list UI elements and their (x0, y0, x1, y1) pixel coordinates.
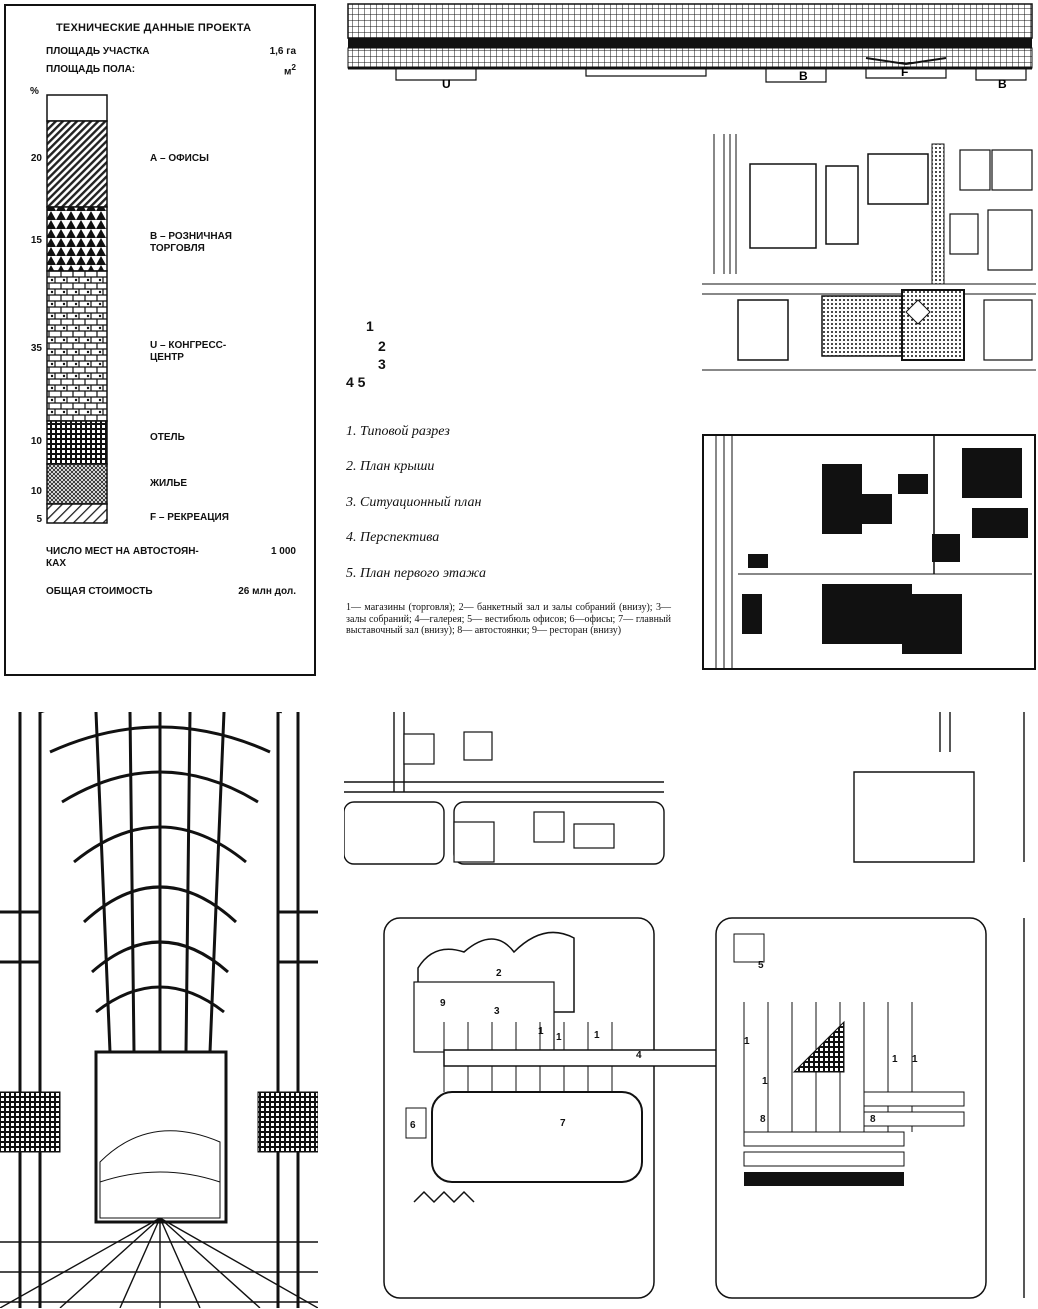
typical-section-drawing: U B F B (347, 3, 1033, 91)
section-label-u: U (442, 77, 451, 91)
plan-label: 3 (494, 1006, 500, 1017)
tech-data-panel: ТЕХНИЧЕСКИЕ ДАННЫЕ ПРОЕКТА ПЛОЩАДЬ УЧАСТ… (4, 4, 316, 676)
plan-label: 9 (440, 998, 446, 1009)
floor-area-unit: м2 (283, 62, 296, 78)
segment-label: F – РЕКРЕАЦИЯ (150, 512, 229, 523)
plan-label: 1 (538, 1026, 544, 1037)
segment-percent: 15 (30, 235, 42, 246)
bar-segment-retail (46, 206, 108, 272)
site-area-value: 1,6 га (269, 46, 296, 57)
site-area-label: ПЛОЩАДЬ УЧАСТКА (46, 46, 150, 57)
plan-label: 1 (892, 1054, 898, 1065)
plan-label: 1 (594, 1030, 600, 1041)
index-1: 1 (366, 318, 374, 334)
plan-label: 4 (636, 1050, 642, 1061)
segment-percent: 10 (30, 436, 42, 447)
roof-plan-drawing (702, 134, 1036, 376)
plan-label: 5 (758, 960, 764, 971)
segment-label: В – РОЗНИЧНАЯ ТОРГОВЛЯ (150, 231, 232, 254)
perspective-drawing (0, 712, 318, 1308)
segment-label: А – ОФИСЫ (150, 153, 209, 164)
floor-area-label: ПЛОЩАДЬ ПОЛА: (46, 64, 136, 75)
parking-label: ЧИСЛО МЕСТ НА АВТОСТОЯН- КАХ (46, 546, 199, 569)
bar-segment-congress (46, 270, 108, 422)
segment-label: ЖИЛЬЕ (150, 478, 188, 489)
bar-segment-recreation (46, 503, 108, 524)
caption-2: 2. План крыши (346, 459, 435, 474)
segment-percent: 10 (30, 486, 42, 497)
segment-label: ОТЕЛЬ (150, 432, 185, 443)
segment-percent: 5 (36, 514, 42, 525)
parking-value: 1 000 (270, 546, 296, 557)
caption-4: 4. Перспектива (346, 530, 440, 545)
plan-label: 6 (410, 1120, 416, 1131)
plan-label: 8 (760, 1114, 766, 1125)
tech-data-title: ТЕХНИЧЕСКИЕ ДАННЫЕ ПРОЕКТА (56, 22, 252, 34)
section-label-b: B (799, 69, 808, 83)
index-3: 3 (378, 356, 386, 372)
index-45: 4 5 (346, 374, 366, 390)
ground-floor-plan-drawing: 2 9 3 1 1 1 4 6 7 5 1 1 8 8 1 1 (344, 712, 1036, 1304)
plan-label: 1 (556, 1032, 562, 1043)
bar-segment-hotel (46, 420, 108, 465)
cost-value: 26 млн дол. (238, 586, 296, 597)
caption-5: 5. План первого этажа (346, 566, 487, 581)
caption-1: 1. Типовой разрез (346, 424, 450, 439)
bar-segment-housing (46, 463, 108, 505)
percent-symbol: % (30, 86, 39, 97)
plan-label: 1 (912, 1054, 918, 1065)
plan-label: 7 (560, 1118, 566, 1129)
floor-area-stacked-bar (46, 94, 108, 524)
section-label-f: F (901, 65, 908, 79)
caption-3: 3. Ситуационный план (346, 495, 482, 510)
bar-top-blank (46, 94, 108, 122)
plan-label: 1 (744, 1036, 750, 1047)
plan-label: 8 (870, 1114, 876, 1125)
plan-label: 1 (762, 1076, 768, 1087)
segment-label: U – КОНГРЕСС- ЦЕНТР (150, 340, 227, 363)
segment-percent: 20 (30, 153, 42, 164)
section-label-b2: B (998, 77, 1007, 91)
segment-percent: 35 (30, 343, 42, 354)
legend-notes: 1— магазины (торговля); 2— банкетный зал… (346, 602, 671, 636)
plan-label: 2 (496, 968, 502, 979)
bar-segment-offices (46, 120, 108, 208)
index-2: 2 (378, 338, 386, 354)
site-plan-drawing (702, 434, 1036, 670)
cost-label: ОБЩАЯ СТОИМОСТЬ (46, 586, 153, 597)
